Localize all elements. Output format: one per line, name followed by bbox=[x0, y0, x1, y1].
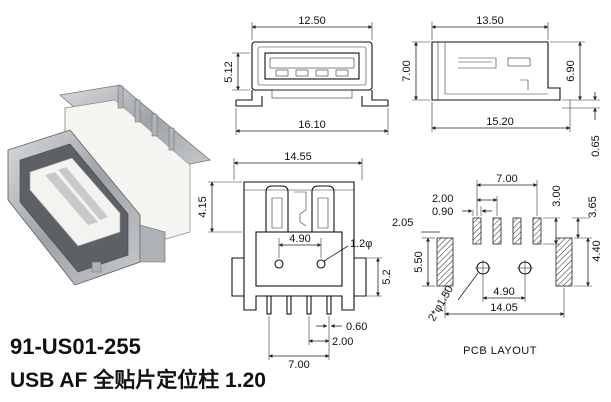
bottom-width-label: 14.55 bbox=[284, 151, 312, 163]
side-view bbox=[412, 22, 600, 132]
side-pin-offset-label: 0.65 bbox=[590, 135, 602, 156]
pcb-layout-caption: PCB LAYOUT bbox=[463, 345, 537, 357]
side-pin-height-label: 6.90 bbox=[565, 60, 577, 81]
pcb-pad-width-label: 0.90 bbox=[432, 206, 453, 218]
front-height-label: 5.12 bbox=[223, 61, 235, 82]
pcb-offset-left-label: 2.05 bbox=[392, 217, 413, 229]
bottom-height-label: 4.15 bbox=[197, 196, 209, 217]
pcb-layout bbox=[421, 180, 592, 318]
side-base-length-label: 15.20 bbox=[486, 116, 514, 128]
bottom-view bbox=[208, 158, 382, 360]
pcb-pin-pitch-label: 2.00 bbox=[432, 193, 453, 205]
pcb-hole-dia-label: 2*φ1.50 bbox=[426, 284, 456, 324]
pcb-hole-spacing-label: 4.90 bbox=[493, 286, 514, 298]
front-width-label: 12.50 bbox=[298, 15, 326, 27]
bottom-pin-span-label: 7.00 bbox=[288, 359, 309, 371]
side-height-label: 7.00 bbox=[401, 60, 413, 81]
part-number: 91-US01-255 bbox=[10, 334, 141, 359]
side-length-label: 13.50 bbox=[476, 15, 504, 27]
pcb-pad-length-label: 3.00 bbox=[551, 185, 563, 206]
bottom-post-spacing-label: 4.90 bbox=[289, 233, 310, 245]
pcb-pad-span-label: 7.00 bbox=[496, 173, 517, 185]
pcb-shell-pad-label: 4.40 bbox=[591, 240, 603, 261]
pcb-total-width-label: 14.05 bbox=[490, 302, 518, 314]
product-description: USB AF 全贴片定位柱 1.20 bbox=[10, 368, 266, 392]
bottom-post-dia-label: 1.2φ bbox=[350, 238, 372, 250]
connector-photo bbox=[7, 84, 211, 286]
front-view bbox=[232, 22, 389, 135]
pcb-offset-right-label: 3.65 bbox=[587, 196, 599, 217]
bottom-pin-width-label: 0.60 bbox=[346, 321, 367, 333]
bottom-pin-pitch-label: 2.00 bbox=[332, 336, 353, 348]
bottom-side-height-label: 5.2 bbox=[381, 269, 393, 284]
front-total-width-label: 16.10 bbox=[298, 119, 326, 131]
pcb-shell-height-label: 5.50 bbox=[413, 251, 425, 272]
